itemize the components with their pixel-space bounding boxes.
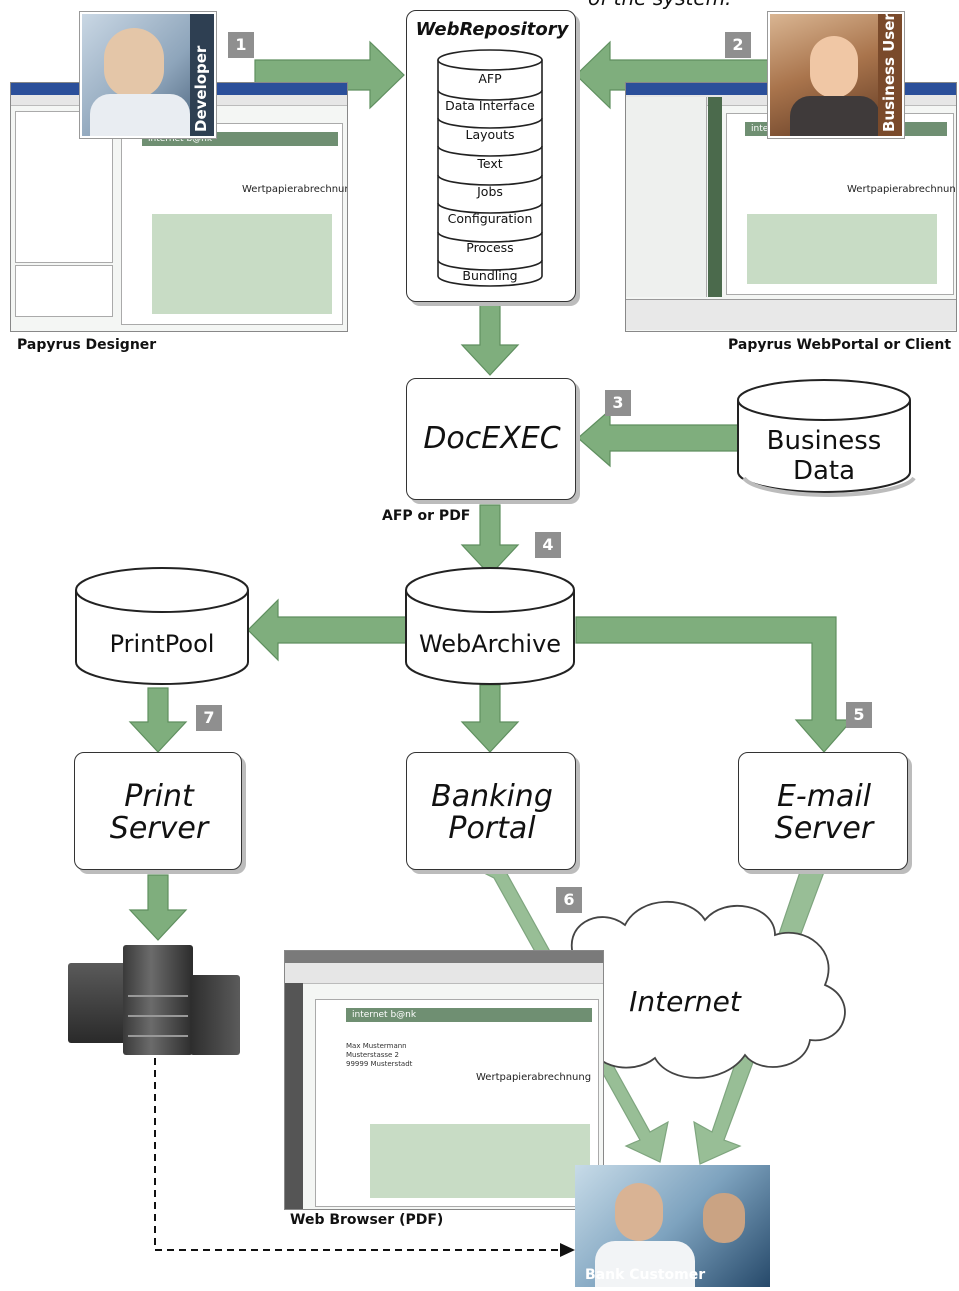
browser-doc-heading: Wertpapierabrechnung	[476, 1072, 592, 1083]
step-badge-7: 7	[196, 705, 222, 731]
designer-document-preview: internet b@nk Wertpapierabrechnung	[121, 123, 347, 325]
print-server-box: Print Server	[74, 752, 242, 870]
repository-item-layouts: Layouts	[465, 127, 515, 142]
developer-face	[104, 28, 164, 98]
repository-item-bundling: Bundling	[462, 268, 518, 283]
email-server-box: E-mail Server	[738, 752, 908, 870]
arrow-printpool-to-printserver	[128, 687, 188, 753]
dashed-arrowhead	[560, 1243, 575, 1257]
browser-bank-logo-bar: internet b@nk	[346, 1008, 592, 1022]
portal-doc-table-block	[747, 214, 937, 284]
arrow-archive-to-banking	[460, 684, 520, 753]
docexec-label: DocEXEC	[423, 421, 561, 456]
papyrus-designer-caption: Papyrus Designer	[17, 337, 157, 353]
repository-item-process: Process	[466, 240, 514, 255]
step-badge-4: 4	[535, 532, 561, 558]
banking-portal-label: Banking Portal	[407, 781, 577, 845]
step-badge-3: 3	[605, 390, 631, 416]
arrow-printserver-to-printer	[128, 874, 188, 941]
printpool-label: PrintPool	[109, 630, 215, 658]
business-data-line2: Data	[792, 456, 856, 486]
arrow-repository-to-docexec	[460, 304, 520, 376]
address-line-2: Musterstasse 2	[346, 1051, 400, 1059]
developer-photo: Developer	[80, 12, 216, 138]
printpool-cylinder	[75, 567, 249, 685]
portal-icon-strip	[708, 97, 722, 297]
repository-item-data-interface: Data Interface	[445, 98, 535, 113]
web-browser-caption: Web Browser (PDF)	[290, 1212, 444, 1228]
step-badge-1: 1	[228, 32, 254, 58]
arrow-archive-to-printpool	[247, 598, 409, 662]
business-user-label: Business User	[880, 13, 898, 132]
dashed-printer-to-customer	[154, 1058, 560, 1251]
customer-face-1	[615, 1183, 663, 1241]
webarchive-cylinder	[405, 567, 575, 685]
portal-side-form	[626, 97, 707, 297]
webarchive-label: WebArchive	[418, 630, 562, 658]
repository-item-text: Text	[477, 156, 503, 171]
bank-customer-label: Bank Customer	[585, 1267, 706, 1283]
step-badge-6: 6	[556, 887, 582, 913]
banking-portal-line2: Portal	[448, 811, 536, 846]
arrow-docexec-to-webarchive	[460, 504, 520, 576]
doc-table-block	[152, 214, 332, 314]
designer-data-panel	[15, 265, 113, 317]
email-server-line1: E-mail	[776, 779, 872, 814]
docexec-box: DocEXEC	[406, 378, 576, 500]
business-user-face	[810, 36, 858, 98]
web-browser-screenshot: internet b@nk Max Mustermann Musterstass…	[284, 950, 604, 1210]
print-server-line2: Server	[109, 811, 209, 846]
printer-illustration	[68, 945, 243, 1060]
arrow-archive-to-email	[575, 616, 854, 753]
browser-doc-table-block	[370, 1124, 590, 1198]
bank-customer-photo: Bank Customer	[575, 1165, 770, 1287]
afp-or-pdf-label: AFP or PDF	[382, 508, 471, 524]
doc-heading: Wertpapierabrechnung	[242, 184, 348, 195]
customer-face-2	[703, 1193, 745, 1243]
papyrus-webportal-caption: Papyrus WebPortal or Client	[728, 337, 952, 353]
step-badge-2: 2	[725, 32, 751, 58]
banking-portal-box: Banking Portal	[406, 752, 576, 870]
step-badge-5: 5	[846, 702, 872, 728]
repository-item-afp: AFP	[478, 71, 502, 86]
business-data-line1: Business	[766, 426, 882, 456]
print-server-label: Print Server	[75, 781, 243, 845]
top-caption: of the system:	[588, 0, 732, 10]
browser-side-toolbar	[285, 983, 303, 1209]
address-line-4: 99999 Musterstadt	[346, 1060, 413, 1068]
business-user-photo: Business User	[768, 12, 904, 138]
business-data-label: Business Data	[738, 426, 910, 486]
business-data-cylinder	[737, 379, 916, 497]
internet-label: Internet	[629, 985, 741, 1018]
browser-address-block: Max Mustermann Musterstasse 2 99999 Must…	[346, 1042, 412, 1069]
print-server-line1: Print	[124, 779, 194, 814]
portal-document-preview: internet b@nk Wertpapierabrechnung	[726, 113, 957, 295]
developer-label: Developer	[192, 45, 210, 132]
portal-bottom-panels	[626, 299, 956, 330]
email-server-line2: Server	[774, 811, 874, 846]
email-server-label: E-mail Server	[739, 781, 909, 845]
business-user-suit	[790, 96, 880, 136]
address-line-1: Max Mustermann	[346, 1042, 407, 1050]
browser-document-preview: internet b@nk Max Mustermann Musterstass…	[315, 999, 599, 1207]
banking-portal-line1: Banking	[431, 779, 553, 814]
repository-title: WebRepository	[415, 19, 569, 40]
portal-doc-heading: Wertpapierabrechnung	[847, 184, 957, 195]
repository-item-jobs: Jobs	[477, 184, 503, 199]
arrow-data-to-docexec	[577, 408, 739, 468]
repository-item-configuration: Configuration	[447, 211, 533, 226]
developer-shirt	[90, 94, 190, 136]
